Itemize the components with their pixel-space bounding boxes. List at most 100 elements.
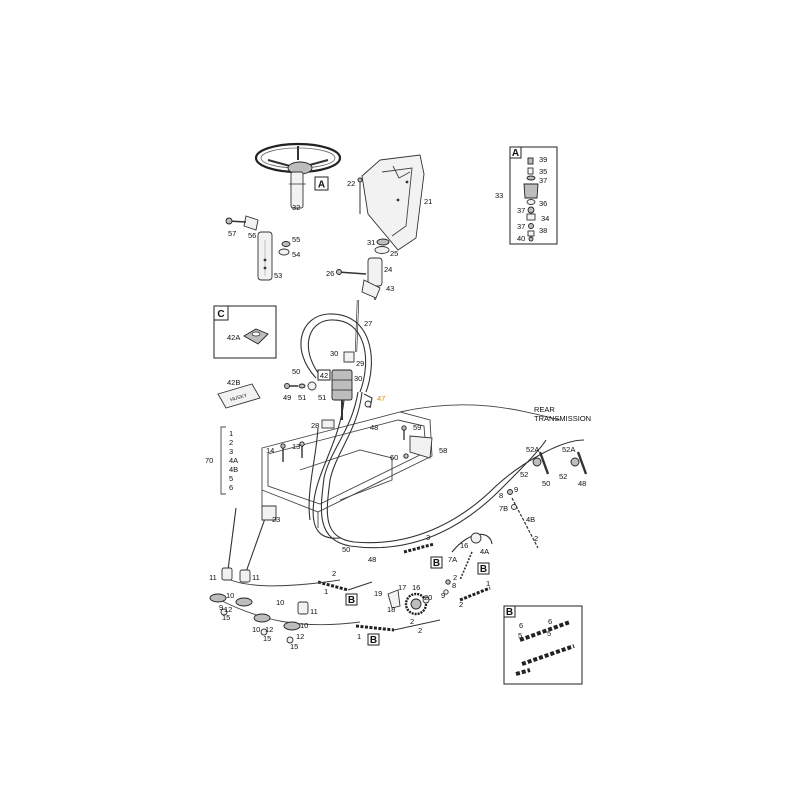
- part-label-52-2: 52: [559, 472, 567, 481]
- bushing-55: [278, 241, 291, 256]
- part-label-2c: 2: [459, 600, 463, 609]
- fitting-50-51: [284, 381, 317, 391]
- part-label-33: 33: [495, 191, 503, 200]
- callout-a-label-left: A: [318, 180, 325, 191]
- part-label-11a: 11: [209, 573, 217, 582]
- fitting-28: [321, 419, 335, 429]
- middle-chain: [317, 580, 373, 592]
- part-label-23: 23: [272, 515, 280, 524]
- part-label-57: 57: [228, 229, 236, 238]
- bolt-14-13: [280, 441, 305, 462]
- part-label-58: 58: [439, 446, 447, 455]
- part-label-2d: 2: [332, 569, 336, 578]
- steering-lower-shaft: [257, 231, 273, 281]
- part-label-2b: 2: [453, 573, 457, 582]
- detail-a-label: A: [512, 148, 519, 159]
- decal-text: HUSKY: [230, 393, 249, 404]
- callout-b-label-1: B: [433, 558, 440, 569]
- callout-a-box-left: A: [314, 176, 329, 191]
- part-label-2f: 2: [418, 626, 422, 635]
- hydraulic-hoses: [308, 391, 585, 549]
- callout-b-2: B: [477, 562, 490, 575]
- part-label-8a: 8: [499, 491, 503, 500]
- callout-b-label-3: B: [348, 595, 355, 606]
- part-label-4B: 4B: [526, 515, 535, 524]
- list-70-item-2: 2: [229, 438, 233, 447]
- part-label-50c: 50: [542, 479, 550, 488]
- part-label-8b: 8: [452, 581, 456, 590]
- part-label-9b: 9: [441, 591, 445, 600]
- part-label-25: 25: [390, 249, 398, 258]
- part-label-7B: 7B: [499, 504, 508, 513]
- part-label-9a: 9: [514, 485, 518, 494]
- detail-b-box: B: [503, 605, 583, 685]
- decal-42B: HUSKY: [217, 383, 261, 409]
- part-label-10c: 10: [252, 625, 260, 634]
- callout-b-label-4: B: [370, 635, 377, 646]
- part-label-35: 35: [539, 167, 547, 176]
- part-label-9c: 9: [219, 603, 223, 612]
- part-label-70: 70: [205, 456, 213, 465]
- part-label-15c: 15: [290, 642, 298, 651]
- part-label-38: 38: [539, 226, 547, 235]
- part-label-31: 31: [367, 238, 375, 247]
- part-label-27: 27: [364, 319, 372, 328]
- steering-wheel: [254, 142, 342, 175]
- part-label-48a: 48: [370, 423, 378, 432]
- part-label-49: 49: [283, 393, 291, 402]
- tie-rod-4A: [459, 532, 482, 581]
- part-label-40: 40: [517, 234, 525, 243]
- spindle-right: [235, 569, 253, 607]
- part-label-48c: 48: [578, 479, 586, 488]
- elbow-47: [363, 393, 373, 409]
- part-label-30a: 30: [330, 349, 338, 358]
- steering-shaft-27: [354, 299, 360, 353]
- hydraulic-hose-loop: [300, 313, 372, 393]
- rear-transmission-line2: TRANSMISSION: [534, 414, 591, 423]
- lower-right-chain: [459, 586, 491, 602]
- part-label-16a: 16: [460, 541, 468, 550]
- part-label-20: 20: [424, 593, 432, 602]
- part-label-32: 32: [292, 203, 300, 212]
- part-label-48b: 48: [368, 555, 376, 564]
- part-label-15b: 15: [263, 634, 271, 643]
- part-label-56: 56: [248, 231, 256, 240]
- part-label-2e: 2: [410, 617, 414, 626]
- spindle-left: [209, 567, 233, 616]
- part-label-13: 13: [292, 442, 300, 451]
- valve-29-30: [343, 351, 355, 363]
- bearing-31-25: [374, 238, 390, 254]
- part-label-6a: 6: [519, 621, 523, 630]
- part-label-28: 28: [311, 421, 319, 430]
- part-label-4A: 4A: [480, 547, 489, 556]
- part-label-6b: 6: [548, 617, 552, 626]
- pin-8-9: [443, 579, 451, 595]
- part-label-19: 19: [374, 589, 382, 598]
- dash-tower: [361, 154, 425, 251]
- part-label-1b: 1: [324, 587, 328, 596]
- part-label-42B: 42B: [227, 378, 240, 387]
- list-70-item-1: 1: [229, 429, 233, 438]
- bracket-58: [401, 425, 433, 459]
- callout-b-1: B: [430, 556, 443, 569]
- list-70-item-4: 4A: [229, 456, 238, 465]
- part-label-43: 43: [386, 284, 394, 293]
- part-label-3: 3: [426, 533, 430, 542]
- part-label-10d: 10: [300, 621, 308, 630]
- part-label-10b: 10: [276, 598, 284, 607]
- part-label-12b: 12: [265, 625, 273, 634]
- rear-transmission-line1: REAR: [534, 405, 555, 414]
- detail-c-box: C: [213, 305, 277, 359]
- part-label-24: 24: [384, 265, 392, 274]
- list-70-item-7: 6: [229, 483, 233, 492]
- part-label-55: 55: [292, 235, 300, 244]
- spindle-lower-left: [253, 613, 271, 636]
- callout-b-3: B: [345, 593, 358, 606]
- front-axle-linkage: [219, 507, 361, 626]
- part-label-34: 34: [541, 214, 549, 223]
- part-label-14: 14: [266, 446, 274, 455]
- parts-list-70: 70 1 2 3 4A 4B 5 6: [205, 426, 238, 495]
- part-label-5a: 5: [518, 631, 522, 640]
- part-label-37c: 37: [517, 222, 525, 231]
- part-label-52A-1: 52A: [526, 445, 539, 454]
